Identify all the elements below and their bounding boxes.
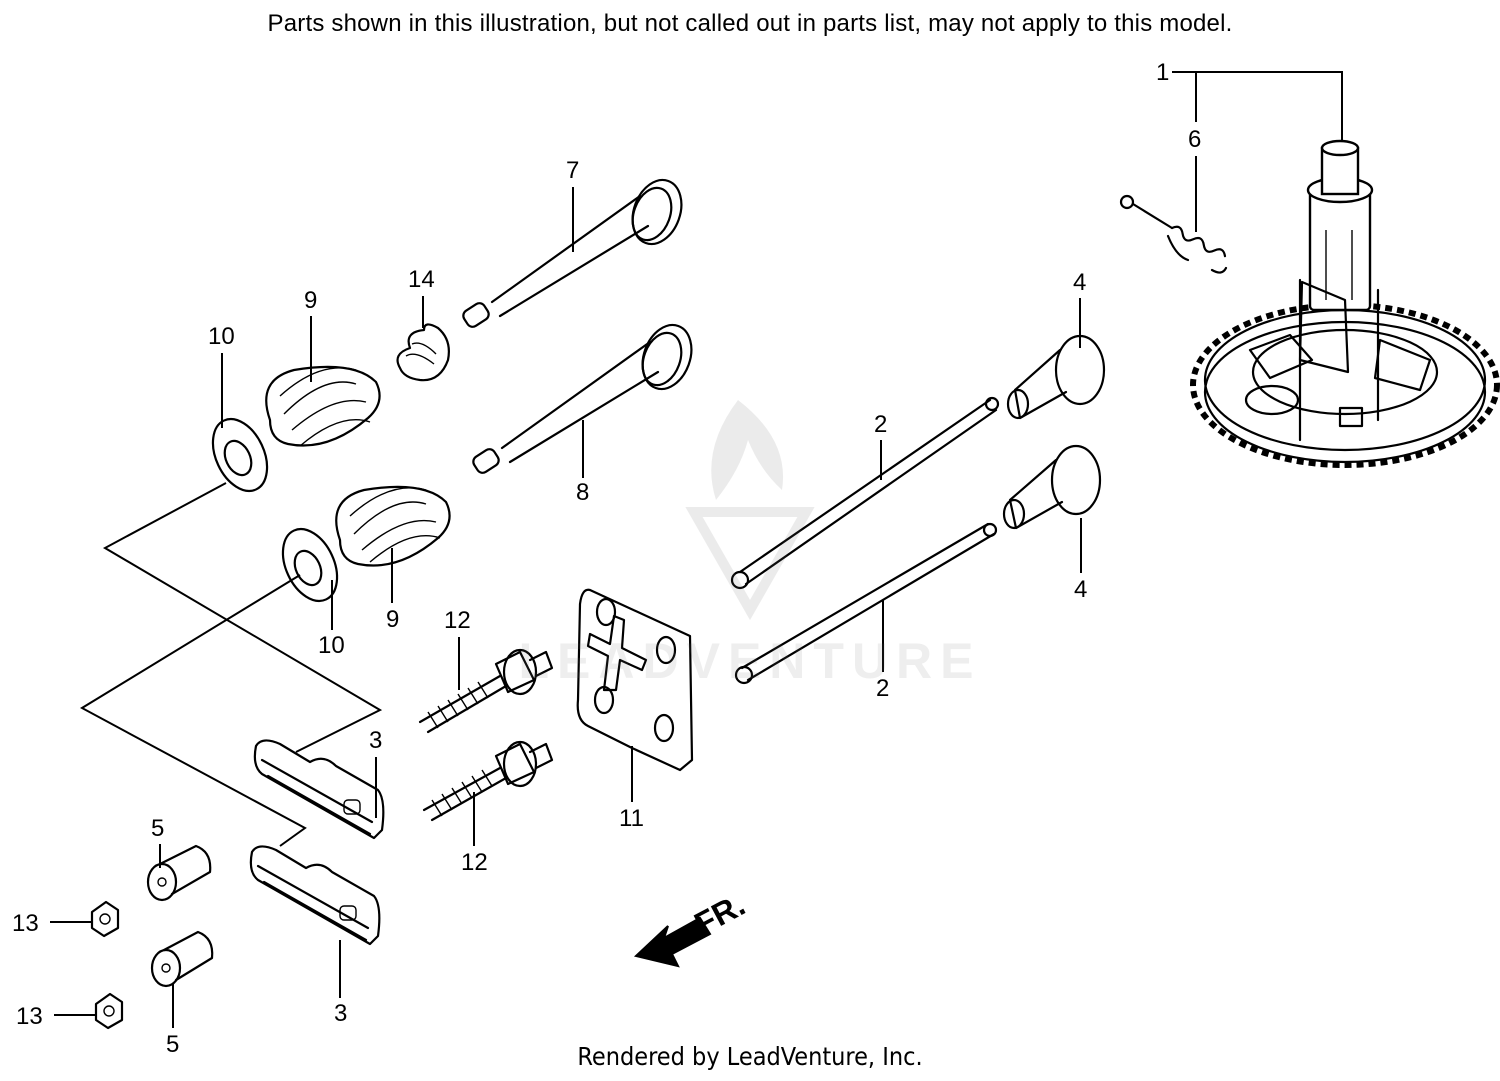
rocker-arm-upper [253, 739, 385, 840]
callout-3: 3 [334, 1000, 347, 1027]
valve-spring-lower [335, 485, 451, 567]
callout-12: 12 [461, 849, 488, 876]
nut-upper [90, 900, 120, 938]
callout-7: 7 [566, 157, 579, 184]
callout-5: 5 [151, 815, 164, 842]
callout-9: 9 [304, 287, 317, 314]
camshaft-gear [1190, 139, 1500, 468]
leader-lines [50, 71, 1343, 1028]
callout-13: 13 [16, 1003, 43, 1030]
spring-retainer-upper [211, 417, 269, 493]
callout-11: 11 [619, 805, 644, 832]
callout-8: 8 [576, 479, 589, 506]
callout-14: 14 [408, 266, 435, 293]
callout-1: 1 [1156, 59, 1169, 86]
callout-9: 9 [386, 606, 399, 633]
tappet-lower [1002, 444, 1102, 530]
callout-10: 10 [318, 632, 345, 659]
push-rod-lower [734, 522, 998, 685]
valve-stem-seal [396, 323, 450, 382]
callout-13: 13 [12, 910, 39, 937]
callout-12: 12 [444, 607, 471, 634]
callout-5: 5 [166, 1031, 179, 1058]
callout-2: 2 [874, 411, 887, 438]
rocker-pivot-upper [146, 844, 212, 902]
callout-10: 10 [208, 323, 235, 350]
callout-4: 4 [1073, 269, 1086, 296]
callout-2: 2 [876, 675, 889, 702]
pivot-bolt-upper [418, 648, 554, 734]
valve-upper [462, 178, 683, 328]
valve-spring-upper [265, 365, 381, 447]
pivot-bolt-lower [422, 740, 554, 822]
decompressor-spring [1119, 194, 1228, 274]
tappet-upper [1006, 334, 1106, 420]
nut-lower [94, 992, 124, 1030]
push-rod-upper [730, 396, 1000, 590]
push-rod-guide-plate [576, 588, 694, 772]
front-direction-arrow: FR. [633, 886, 751, 968]
disclaimer-text: Parts shown in this illustration, but no… [267, 10, 1233, 37]
valve-lower [472, 323, 693, 474]
spring-retainer-lower [281, 527, 339, 603]
rocker-pivot-lower [150, 930, 214, 988]
callout-labels: 1 6 7 14 9 10 4 2 8 9 10 12 3 2 4 11 3 1… [12, 59, 1201, 1058]
rocker-arm-lower [249, 845, 381, 946]
footer-credit: Rendered by LeadVenture, Inc. [577, 1042, 923, 1071]
callout-6: 6 [1188, 126, 1201, 153]
callout-3: 3 [369, 727, 382, 754]
callout-4: 4 [1074, 576, 1087, 603]
